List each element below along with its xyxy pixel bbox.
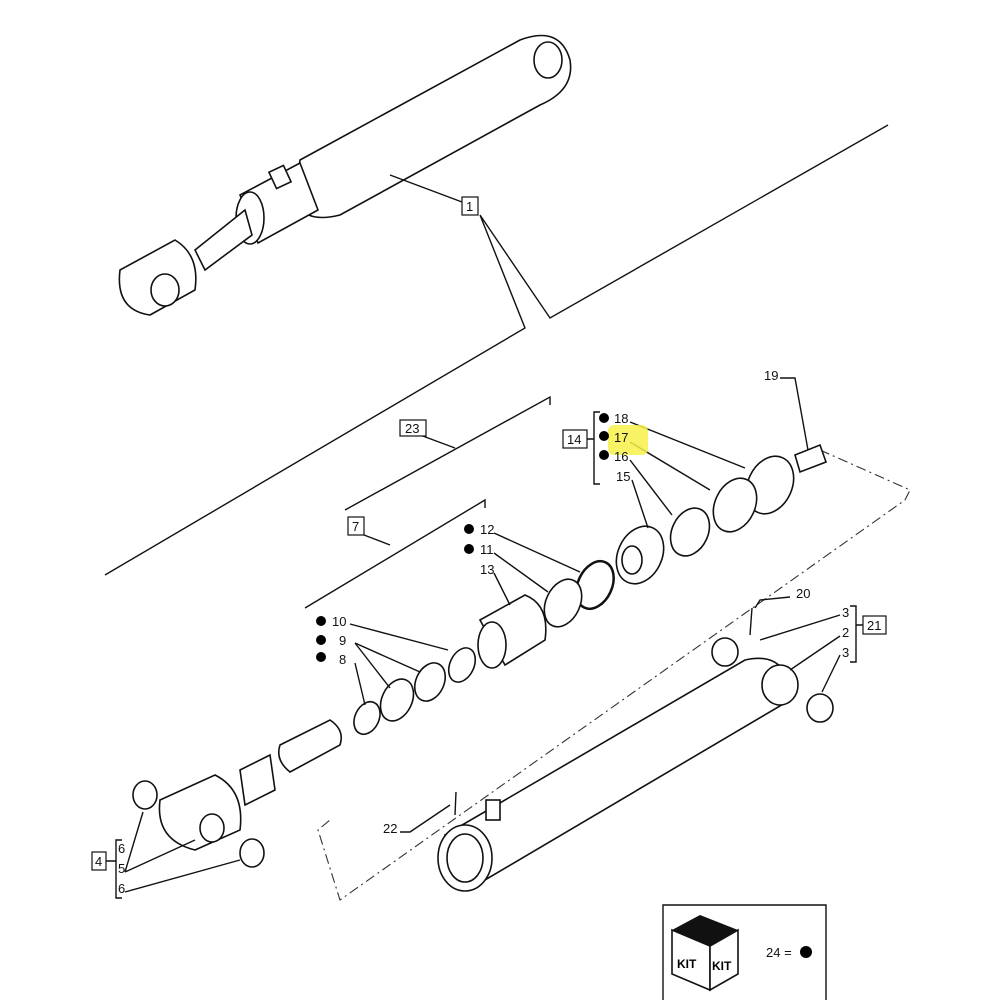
callout-14[interactable]: 14 (567, 432, 581, 447)
part-12[interactable] (569, 555, 621, 615)
part-9[interactable] (409, 658, 451, 706)
kit-legend-text: 24 = (766, 945, 792, 960)
assembled-cylinder[interactable] (118, 34, 572, 316)
callout-22[interactable]: 22 (383, 821, 397, 836)
callout-4[interactable]: 4 (95, 854, 102, 869)
callout-6-bottom[interactable]: 6 (118, 881, 125, 896)
part-8b[interactable] (349, 698, 385, 739)
barrel[interactable] (437, 607, 834, 892)
part-22[interactable] (454, 791, 457, 816)
port (485, 799, 501, 821)
callout-13[interactable]: 13 (480, 562, 494, 577)
part-17[interactable] (705, 471, 765, 539)
part-13-face (477, 621, 507, 669)
svg-text:KIT: KIT (712, 959, 732, 973)
part-11[interactable] (537, 573, 589, 633)
callout-3-top[interactable]: 3 (842, 605, 849, 620)
part-18[interactable] (737, 449, 802, 522)
callout-15[interactable]: 15 (616, 469, 630, 484)
callout-7[interactable]: 7 (352, 519, 359, 534)
callout-18[interactable]: 18 (614, 411, 628, 426)
kit-dot-icon (800, 946, 812, 958)
part-8[interactable] (374, 674, 420, 727)
piston-parts (132, 443, 828, 868)
part-10[interactable] (444, 644, 481, 687)
highlight-marker (608, 425, 648, 455)
callout-3-bottom[interactable]: 3 (842, 645, 849, 660)
callout-12[interactable]: 12 (480, 522, 494, 537)
svg-text:KIT: KIT (677, 957, 697, 971)
callout-5[interactable]: 5 (118, 861, 125, 876)
part-16[interactable] (663, 502, 717, 563)
part-3-bottom[interactable] (806, 693, 834, 723)
callout-17[interactable]: 17 (614, 430, 628, 445)
kit-box-icon: KIT KIT (671, 915, 739, 992)
part-6-top[interactable] (132, 780, 158, 810)
callout-11[interactable]: 11 (480, 542, 494, 557)
callout-9[interactable]: 9 (339, 633, 346, 648)
part-20[interactable] (749, 607, 753, 636)
part-6-bottom[interactable] (239, 838, 265, 868)
part-19[interactable] (794, 443, 828, 474)
callout-8[interactable]: 8 (339, 652, 346, 667)
callout-10[interactable]: 10 (332, 614, 346, 629)
piston-rod[interactable] (277, 719, 343, 773)
callout-20[interactable]: 20 (796, 586, 810, 601)
kit-legend: KIT KIT 24 = (662, 904, 827, 1000)
part-15-bore (621, 545, 643, 575)
callout-16[interactable]: 16 (614, 449, 628, 464)
callout-2[interactable]: 2 (842, 625, 849, 640)
rod-eye[interactable] (158, 774, 242, 851)
callout-1[interactable]: 1 (466, 199, 473, 214)
part-3-top[interactable] (711, 637, 739, 667)
callout-19[interactable]: 19 (764, 368, 778, 383)
callout-23[interactable]: 23 (405, 421, 419, 436)
callout-21[interactable]: 21 (867, 618, 881, 633)
callout-6-top[interactable]: 6 (118, 841, 125, 856)
